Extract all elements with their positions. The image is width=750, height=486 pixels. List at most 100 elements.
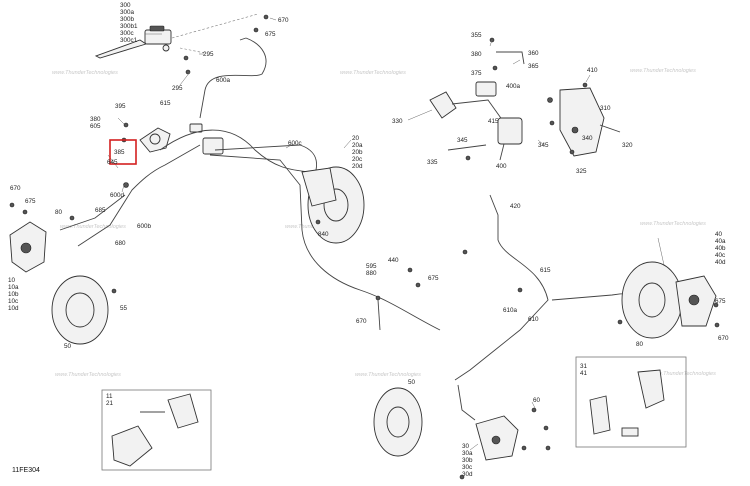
label-600c: 600c bbox=[288, 140, 302, 147]
label-645: 645 bbox=[107, 159, 118, 166]
label-60: 60 bbox=[533, 397, 541, 404]
label-40d: 40d bbox=[715, 259, 726, 266]
watermark: www.ThunderTechnologies bbox=[640, 221, 706, 227]
label-615: 615 bbox=[160, 100, 171, 107]
label-300: 300 bbox=[120, 2, 131, 9]
label-355: 355 bbox=[471, 32, 482, 39]
label-595: 595 bbox=[366, 263, 377, 270]
front-left-disc bbox=[51, 275, 117, 345]
label-680: 680 bbox=[115, 240, 126, 247]
front-left-caliper bbox=[9, 202, 75, 273]
watermark: www.ThunderTechnologies bbox=[650, 371, 716, 377]
label-20: 20 bbox=[352, 135, 360, 142]
label-610a: 610a bbox=[503, 307, 518, 314]
label-395: 395 bbox=[115, 103, 126, 110]
abs-module bbox=[121, 122, 224, 188]
label-50: 50 bbox=[64, 343, 72, 350]
watermark: www.ThunderTechnologies bbox=[630, 68, 696, 74]
watermarks: www.ThunderTechnologies www.ThunderTechn… bbox=[52, 68, 716, 378]
pedal-bracket bbox=[549, 87, 621, 157]
label-415: 415 bbox=[488, 118, 499, 125]
label-20c: 20c bbox=[352, 156, 362, 163]
label-30: 30 bbox=[462, 443, 470, 450]
label-345: 345 bbox=[538, 142, 549, 149]
label-320: 320 bbox=[622, 142, 633, 149]
label-330: 330 bbox=[392, 118, 403, 125]
label-600a: 600a bbox=[216, 77, 231, 84]
label-10c: 10c bbox=[8, 298, 18, 305]
label-670: 670 bbox=[356, 318, 367, 325]
watermark: www.ThunderTechnologies bbox=[52, 70, 118, 76]
label-610: 610 bbox=[528, 316, 539, 323]
label-685: 685 bbox=[95, 207, 106, 214]
label-10d: 10d bbox=[8, 305, 19, 312]
label-40: 40 bbox=[715, 231, 723, 238]
label-670: 670 bbox=[278, 17, 289, 24]
label-41: 41 bbox=[580, 370, 588, 377]
label-420: 420 bbox=[510, 203, 521, 210]
label-300b: 300b bbox=[120, 16, 135, 23]
label-605: 605 bbox=[90, 123, 101, 130]
label-10a: 10a bbox=[8, 284, 19, 291]
highlight-box bbox=[109, 139, 137, 165]
label-600b: 600b bbox=[137, 223, 152, 230]
figure-code: 11FE304 bbox=[12, 467, 40, 474]
label-385-highlighted: 385 bbox=[114, 149, 125, 156]
label-670: 670 bbox=[718, 335, 729, 342]
label-380: 380 bbox=[90, 116, 101, 123]
front-pads-inset bbox=[101, 389, 212, 471]
front-right-disc bbox=[301, 166, 421, 331]
label-40b: 40b bbox=[715, 245, 726, 252]
label-325: 325 bbox=[576, 168, 587, 175]
rear-pads-inset bbox=[575, 356, 687, 448]
label-20a: 20a bbox=[352, 142, 363, 149]
label-675: 675 bbox=[265, 31, 276, 38]
label-840: 840 bbox=[318, 231, 329, 238]
label-10: 10 bbox=[8, 277, 16, 284]
label-300c1: 300c1 bbox=[120, 37, 138, 44]
label-31: 31 bbox=[580, 363, 588, 370]
label-30a: 30a bbox=[462, 450, 473, 457]
label-670: 670 bbox=[10, 185, 21, 192]
label-300c: 300c bbox=[120, 30, 134, 37]
label-675: 675 bbox=[25, 198, 36, 205]
label-50: 50 bbox=[408, 379, 416, 386]
rear-caliper bbox=[459, 407, 551, 480]
watermark: www.ThunderTechnologies bbox=[355, 372, 421, 378]
label-295: 295 bbox=[172, 85, 183, 92]
label-365: 365 bbox=[528, 63, 539, 70]
label-295: 295 bbox=[203, 51, 214, 58]
leader-lines bbox=[107, 17, 665, 451]
label-11: 11 bbox=[106, 393, 113, 400]
label-40a: 40a bbox=[715, 238, 726, 245]
rear-disc bbox=[373, 387, 423, 457]
rear-right-disc bbox=[621, 261, 683, 339]
label-30c: 30c bbox=[462, 464, 472, 471]
label-380: 380 bbox=[471, 51, 482, 58]
label-340: 340 bbox=[582, 135, 593, 142]
label-400: 400 bbox=[496, 163, 507, 170]
label-440: 440 bbox=[388, 257, 399, 264]
label-300a: 300a bbox=[120, 9, 135, 16]
label-20b: 20b bbox=[352, 149, 363, 156]
label-80: 80 bbox=[636, 341, 644, 348]
label-880: 880 bbox=[366, 270, 377, 277]
label-345: 345 bbox=[457, 137, 468, 144]
label-675: 675 bbox=[428, 275, 439, 282]
label-675: 675 bbox=[715, 298, 726, 305]
label-310: 310 bbox=[600, 105, 611, 112]
watermark: www.ThunderTechnologies bbox=[340, 70, 406, 76]
label-615: 615 bbox=[540, 267, 551, 274]
label-10b: 10b bbox=[8, 291, 19, 298]
label-30b: 30b bbox=[462, 457, 473, 464]
label-600d: 600d bbox=[110, 192, 125, 199]
label-55: 55 bbox=[120, 305, 128, 312]
rear-right-caliper bbox=[675, 275, 720, 328]
label-300b1: 300b1 bbox=[120, 23, 138, 30]
label-400a: 400a bbox=[506, 83, 521, 90]
label-410: 410 bbox=[587, 67, 598, 74]
label-335: 335 bbox=[427, 159, 438, 166]
label-360: 360 bbox=[528, 50, 539, 57]
label-20d: 20d bbox=[352, 163, 363, 170]
